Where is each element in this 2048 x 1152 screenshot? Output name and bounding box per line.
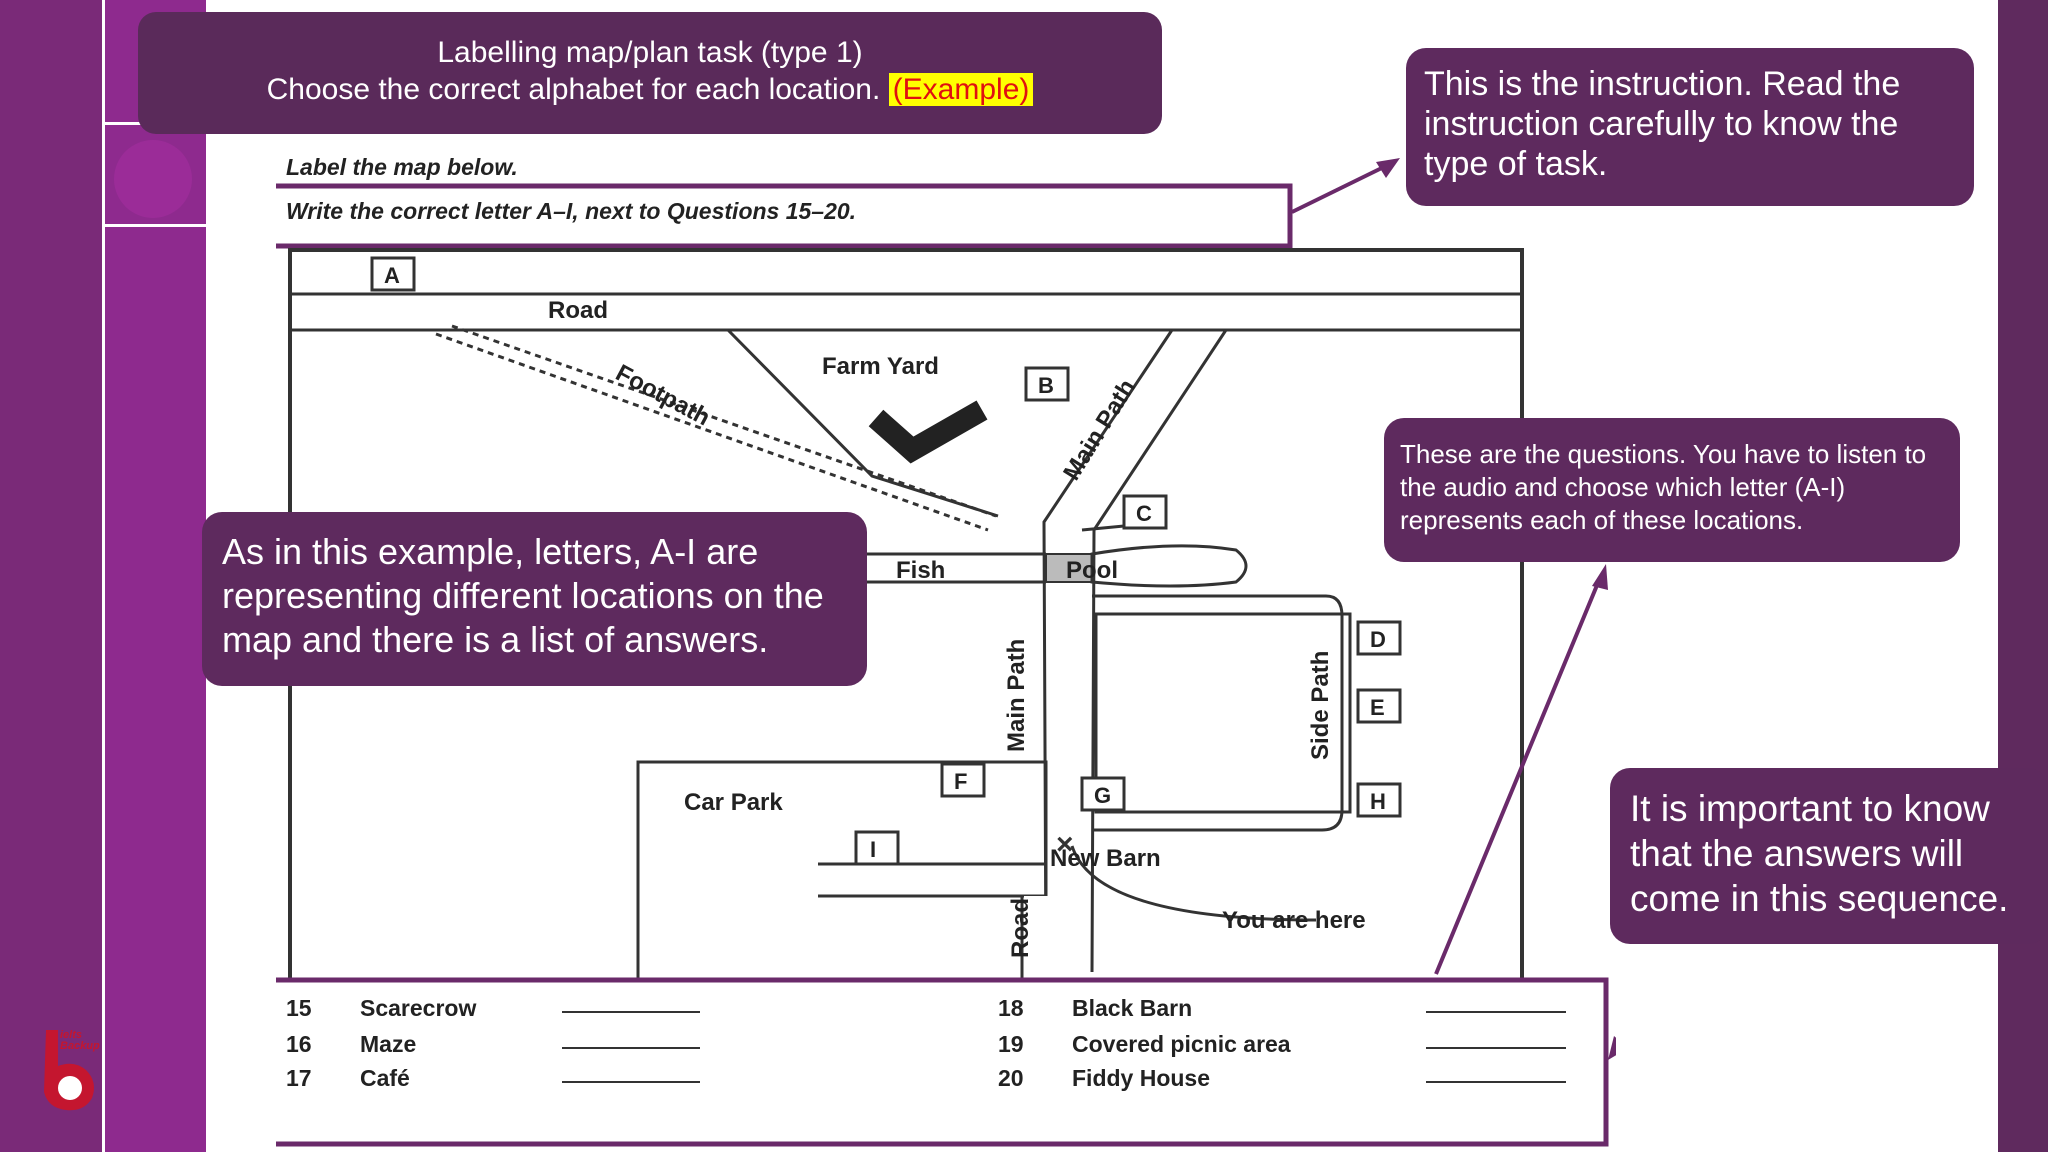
logo-line-1: ielts	[60, 1029, 83, 1041]
letter-box-a: A	[370, 256, 416, 292]
svg-text:15: 15	[286, 995, 312, 1021]
callout-instruction: This is the instruction. Read the instru…	[1406, 48, 1974, 206]
svg-text:×: ×	[1056, 828, 1074, 861]
label-footpath: Footpath	[611, 359, 714, 431]
svg-text:Fiddy House: Fiddy House	[1072, 1065, 1210, 1091]
question-18: 18 Black Barn	[998, 995, 1192, 1021]
svg-text:C: C	[1136, 501, 1152, 526]
question-list-box	[276, 977, 1609, 1147]
label-road-bottom: Road	[1007, 898, 1034, 958]
label-main-path-top: Main Path	[1058, 375, 1141, 485]
label-side-path: Side Path	[1307, 651, 1334, 760]
svg-text:17: 17	[286, 1065, 312, 1091]
question-19: 19 Covered picnic area	[998, 1031, 1291, 1057]
left-divider-line	[102, 0, 105, 1152]
svg-text:Scarecrow: Scarecrow	[360, 995, 476, 1021]
svg-text:19: 19	[998, 1031, 1024, 1057]
logo-line-2: Backup	[60, 1040, 100, 1052]
svg-text:E: E	[1370, 695, 1385, 720]
label-car-park: Car Park	[684, 789, 783, 816]
question-16: 16 Maze	[286, 1031, 416, 1057]
label-main-path: Main Path	[1003, 639, 1030, 752]
svg-text:F: F	[954, 769, 967, 794]
letter-box-e: E	[1356, 688, 1402, 724]
label-pool: Pool	[1066, 557, 1118, 584]
slide-title: Labelling map/plan task (type 1) Choose …	[138, 12, 1162, 134]
label-instruction: Label the map below.	[286, 154, 518, 180]
svg-text:B: B	[1038, 373, 1054, 398]
svg-text:D: D	[1370, 627, 1386, 652]
svg-text:G: G	[1094, 783, 1111, 808]
right-decorative-band	[1998, 0, 2048, 1152]
svg-text:H: H	[1370, 789, 1386, 814]
svg-text:Maze: Maze	[360, 1031, 416, 1057]
svg-text:Covered picnic area: Covered picnic area	[1072, 1031, 1291, 1057]
callout-sequence: It is important to know that the answers…	[1610, 768, 2048, 944]
label-you-are-here: You are here	[1222, 907, 1366, 934]
question-15: 15 Scarecrow	[286, 995, 476, 1021]
svg-text:20: 20	[998, 1065, 1024, 1091]
title-line-1: Labelling map/plan task (type 1)	[437, 36, 863, 69]
svg-text:Black Barn: Black Barn	[1072, 995, 1192, 1021]
decorative-circle	[114, 140, 192, 218]
svg-text:18: 18	[998, 995, 1024, 1021]
letter-box-c: C	[1122, 494, 1168, 530]
letter-box-h: H	[1356, 782, 1402, 818]
ielts-backup-logo	[44, 1030, 94, 1111]
example-highlight: (Example)	[888, 73, 1034, 106]
svg-text:A: A	[384, 263, 400, 288]
left-stripe	[0, 0, 102, 1152]
write-instruction: Write the correct letter A–I, next to Qu…	[286, 198, 857, 224]
callout-letters: As in this example, letters, A-I are rep…	[202, 512, 867, 686]
letter-box-f: F	[940, 762, 986, 798]
title-line-2-text: Choose the correct alphabet for each loc…	[266, 73, 881, 106]
label-new-barn: New Barn	[1050, 845, 1161, 872]
svg-text:I: I	[870, 837, 876, 862]
left-divider-bottom	[102, 224, 206, 227]
letter-box-i: I	[854, 830, 900, 866]
letter-box-b: B	[1024, 366, 1070, 402]
label-farm-yard: Farm Yard	[822, 353, 939, 380]
svg-text:16: 16	[286, 1031, 312, 1057]
logo-text: ielts Backup	[60, 1030, 100, 1052]
instruction-box	[276, 183, 1293, 249]
question-17: 17 Café	[286, 1065, 410, 1091]
map-drawing: × A B C D E F G H I Road Farm Yard Footp…	[276, 158, 1616, 1147]
worksheet: Label the map below. Write the correct l…	[276, 150, 1616, 1150]
svg-text:Café: Café	[360, 1065, 410, 1091]
label-fish: Fish	[896, 557, 945, 584]
label-road-top: Road	[548, 297, 608, 324]
question-20: 20 Fiddy House	[998, 1065, 1210, 1091]
letter-box-d: D	[1356, 620, 1402, 656]
title-line-2: Choose the correct alphabet for each loc…	[138, 71, 1162, 108]
letter-box-g: G	[1080, 776, 1126, 812]
callout-questions: These are the questions. You have to lis…	[1384, 418, 1960, 562]
